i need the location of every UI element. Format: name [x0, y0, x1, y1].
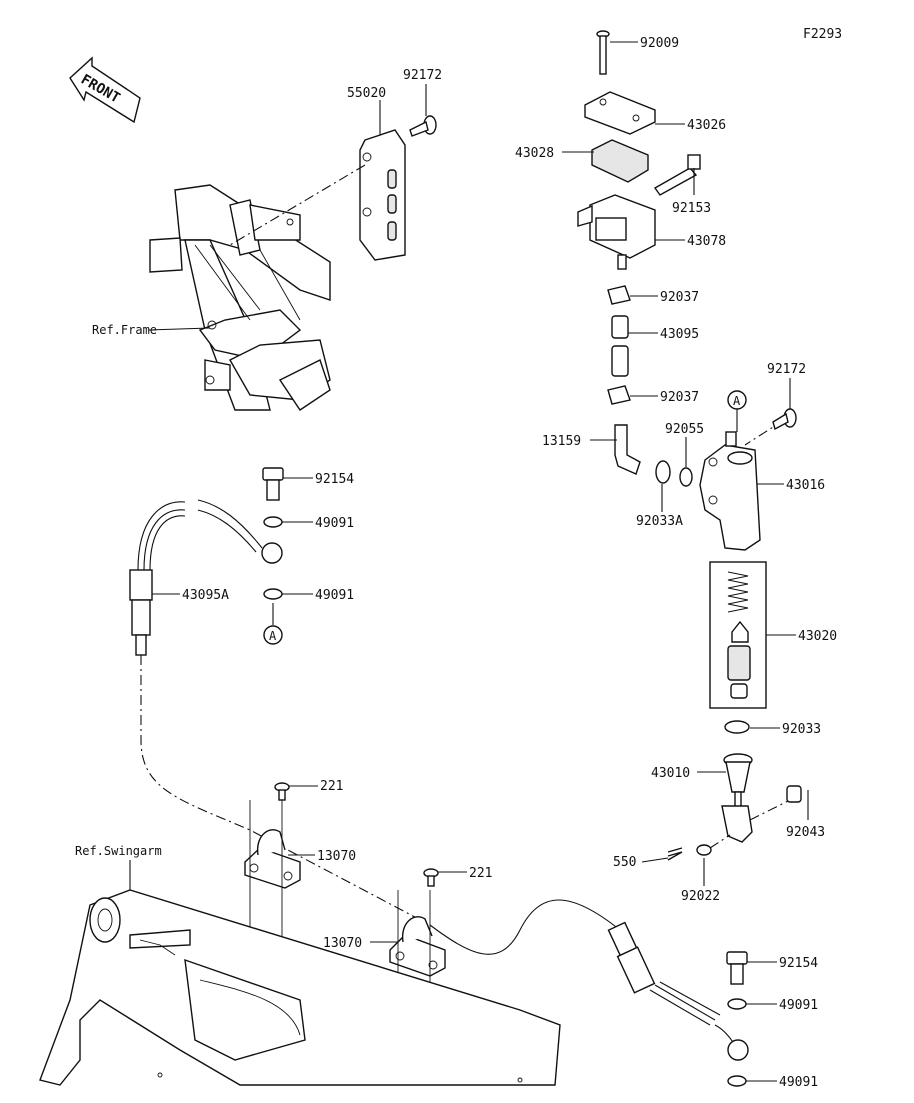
valve-icon [731, 620, 749, 643]
washer [727, 1075, 747, 1087]
hose-guide-right [389, 916, 446, 977]
callout-43095: 43095 [660, 327, 699, 342]
hose-clamp [607, 285, 631, 305]
callout-43010: 43010 [651, 766, 690, 781]
callout-221-right: 221 [469, 866, 492, 881]
washer [263, 588, 283, 600]
callout-550: 550 [613, 855, 636, 870]
callout-92022: 92022 [681, 889, 720, 904]
circlip [655, 460, 671, 484]
callout-43078: 43078 [687, 234, 726, 249]
guard-plate [359, 129, 406, 261]
cotter-pin-icon [667, 847, 683, 861]
callout-92154-upper: 92154 [315, 472, 354, 487]
front-arrow-icon: FRONT [69, 56, 141, 124]
master-cylinder-body [577, 194, 656, 270]
o-ring [679, 467, 693, 487]
marker-a-bottom [263, 625, 283, 645]
callout-92009: 92009 [640, 36, 679, 51]
callout-43026: 43026 [687, 118, 726, 133]
piston-icon [727, 645, 751, 681]
callout-221-left: 221 [320, 779, 343, 794]
washer [696, 844, 712, 856]
diaphragm [591, 139, 649, 183]
circlip [724, 720, 750, 734]
ref-frame-label: Ref.Frame [92, 323, 157, 337]
hose-clamp [607, 385, 631, 405]
callout-92037-top: 92037 [660, 290, 699, 305]
callout-92055: 92055 [665, 422, 704, 437]
marker-a-top-label: A [733, 394, 741, 408]
callout-92033A: 92033A [636, 514, 683, 529]
callout-13159: 13159 [542, 434, 581, 449]
spring-icon [727, 571, 749, 613]
hose-guide-left [244, 829, 301, 889]
callout-92172-top: 92172 [403, 68, 442, 83]
callout-49091-upper-b: 49091 [315, 588, 354, 603]
frame-illustration [149, 184, 331, 411]
callout-92154-lower: 92154 [779, 956, 818, 971]
bolt-icon [653, 154, 701, 196]
callout-13070-right: 13070 [323, 936, 362, 951]
callout-92033: 92033 [782, 722, 821, 737]
brake-hose-upper [129, 499, 283, 656]
callout-92153: 92153 [672, 201, 711, 216]
brake-hose-lower [607, 921, 749, 1061]
marker-a-bottom-label: A [269, 629, 277, 643]
push-rod [721, 753, 753, 843]
figure-code: F2293 [803, 27, 842, 42]
callout-13070-left: 13070 [317, 849, 356, 864]
callout-43020: 43020 [798, 629, 837, 644]
callout-49091-upper-a: 49091 [315, 516, 354, 531]
ref-swingarm-label: Ref.Swingarm [75, 844, 162, 858]
callout-92172-right: 92172 [767, 362, 806, 377]
reservoir-hose [611, 315, 629, 377]
callout-43016: 43016 [786, 478, 825, 493]
washer [727, 998, 747, 1010]
cup-icon [730, 683, 748, 699]
callout-49091-lower-a: 49091 [779, 998, 818, 1013]
elbow-fitting [614, 424, 641, 475]
bolt-icon [744, 408, 797, 446]
master-cylinder [699, 431, 761, 551]
callout-55020: 55020 [347, 86, 386, 101]
swingarm-illustration [39, 889, 561, 1086]
screw-icon [274, 782, 290, 801]
pin-icon [749, 785, 802, 821]
reservoir-cap [584, 91, 656, 135]
callout-43028: 43028 [515, 146, 554, 161]
bolt-icon [409, 115, 437, 137]
screw-icon [596, 30, 610, 75]
bolt-icon [726, 951, 748, 985]
callout-92037-bottom: 92037 [660, 390, 699, 405]
callout-92043: 92043 [786, 825, 825, 840]
callout-49091-lower-b: 49091 [779, 1075, 818, 1090]
screw-icon [423, 868, 439, 887]
callout-43095A: 43095A [182, 588, 229, 603]
bolt-icon [262, 467, 284, 501]
washer [263, 516, 283, 528]
